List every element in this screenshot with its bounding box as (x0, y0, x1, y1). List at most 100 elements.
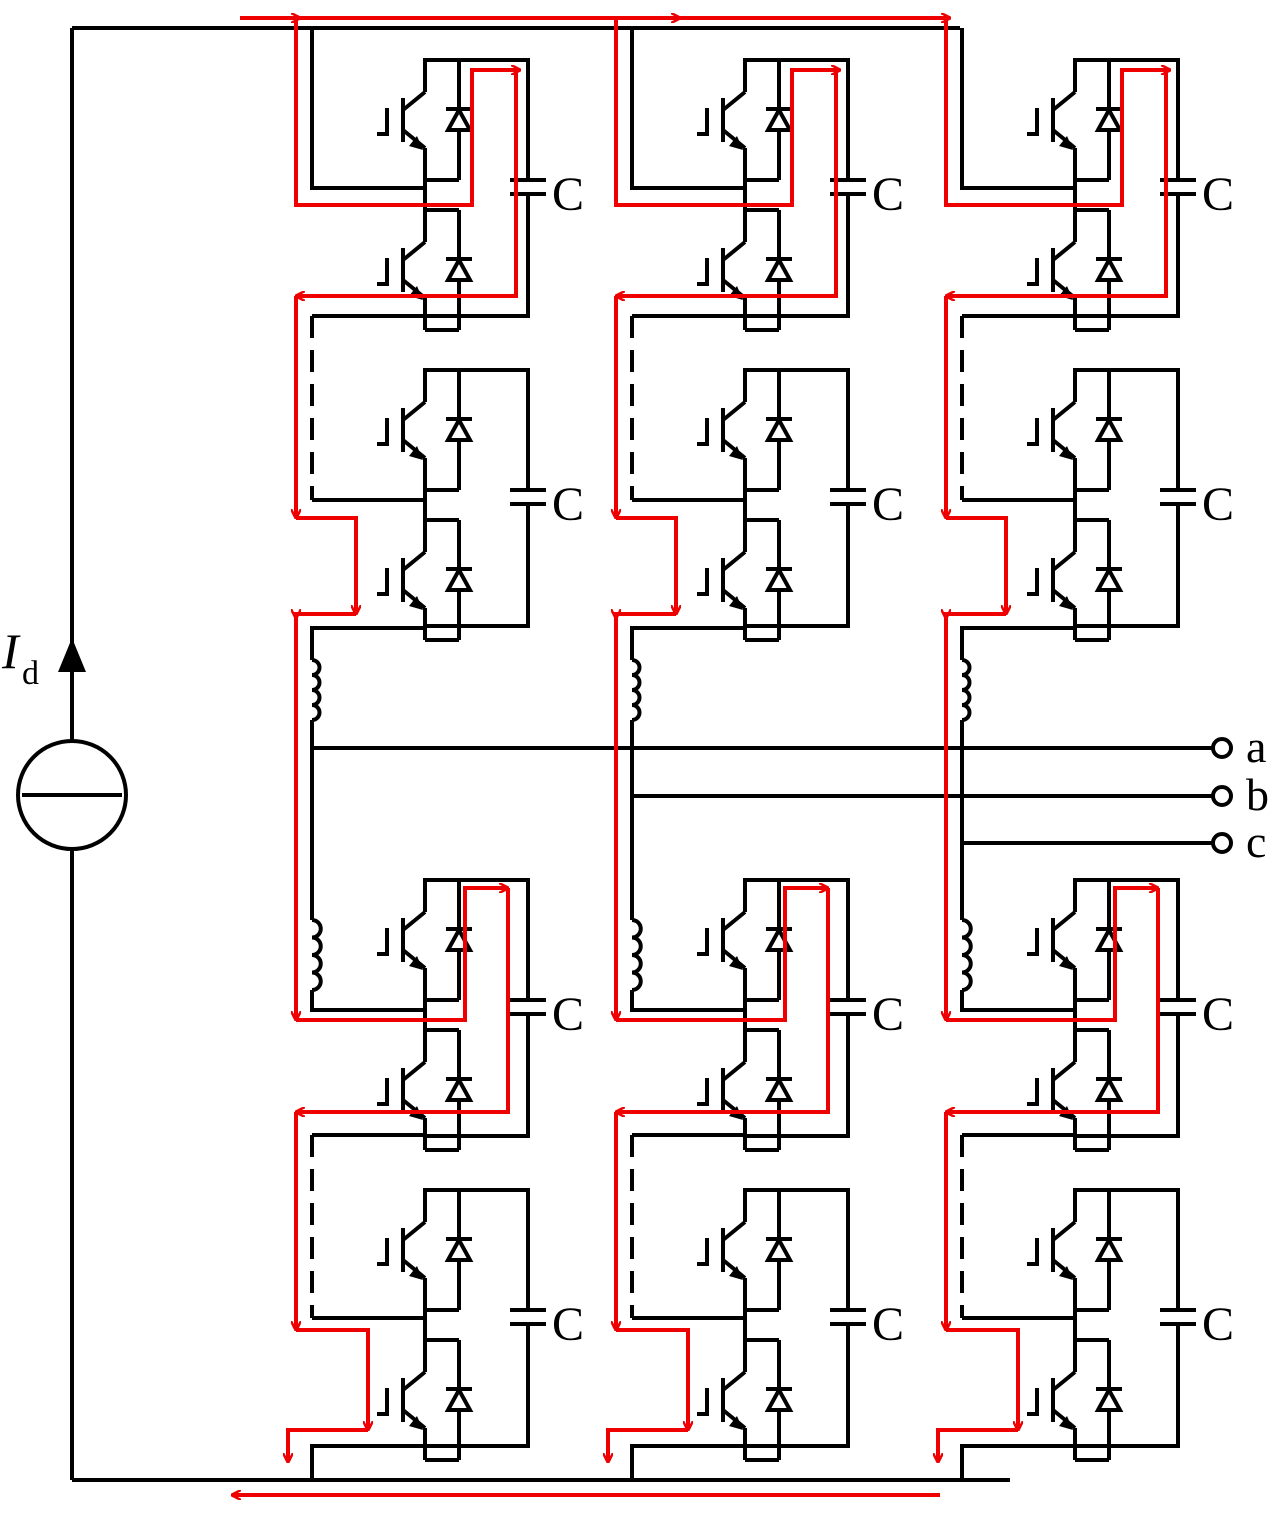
diode-icon (764, 1385, 794, 1412)
igbt-collector (721, 240, 747, 262)
igbt-emitter-arrow (409, 1416, 423, 1430)
igbt-collector (721, 1370, 747, 1392)
igbt-emitter (721, 1408, 747, 1430)
igbt-collector (401, 910, 427, 932)
submodule (697, 1188, 866, 1462)
sm-input-wire (310, 990, 425, 1012)
igbt-emitter-arrow (729, 596, 743, 610)
igbt-emitter (1051, 1408, 1077, 1430)
igbt-emitter (401, 1408, 427, 1430)
igbt-collector (401, 1060, 427, 1082)
capacitor-label: C (1202, 168, 1234, 221)
current-path-sm4 (296, 1328, 368, 1430)
cap-bottom-rail (1075, 504, 1180, 628)
current-direction-arrow-icon (58, 638, 86, 672)
diode-icon (764, 105, 794, 132)
inductor-coil (631, 918, 643, 992)
igbt-collector (401, 240, 427, 262)
lower-arm-inductor (961, 918, 973, 992)
diode-icon (1094, 565, 1124, 592)
diode-icon (444, 415, 474, 442)
upper-arm-inductor (631, 658, 642, 722)
submodule (697, 368, 866, 642)
igbt-emitter (721, 1098, 747, 1120)
inductor-coil (961, 918, 973, 992)
submodule (1027, 1188, 1196, 1462)
lower-arm-inductor (311, 918, 323, 992)
terminal-label: b (1246, 769, 1269, 820)
current-paths (232, 18, 1170, 1495)
igbt-emitter-arrow (409, 956, 423, 970)
igbt-gate (377, 928, 389, 956)
cap-bottom-rail (425, 504, 530, 628)
igbt-emitter (1051, 128, 1077, 150)
capacitor-label: C (872, 988, 904, 1041)
cap-bottom-rail (1075, 1014, 1180, 1138)
igbt-emitter (721, 438, 747, 460)
igbt-emitter-arrow (1059, 596, 1073, 610)
current-path-sm3-return (296, 888, 510, 1112)
cap-top-rail (1109, 1188, 1180, 1310)
igbt-gate (697, 1238, 709, 1266)
igbt-emitter (401, 1098, 427, 1120)
igbt-emitter-arrow (409, 596, 423, 610)
submodule (377, 368, 546, 642)
igbt-emitter-arrow (729, 136, 743, 150)
igbt-collector (1051, 1370, 1077, 1392)
igbt-collector (401, 1370, 427, 1392)
igbt-emitter (721, 128, 747, 150)
submodule (697, 878, 866, 1152)
igbt-collector (1051, 550, 1077, 572)
diode-icon (1094, 1075, 1124, 1102)
sm-input-wire (630, 28, 745, 190)
igbt-collector (401, 550, 427, 572)
inductor-coil (311, 658, 322, 722)
igbt-gate (1027, 1388, 1039, 1416)
igbt-emitter (401, 128, 427, 150)
capacitor-label: C (1202, 478, 1234, 531)
arm-output-wire (960, 1444, 1075, 1480)
igbt-collector (1051, 90, 1077, 112)
cap-top-rail (459, 58, 530, 180)
current-path-sm4-out (938, 1428, 1018, 1462)
cap-bottom-rail (1075, 194, 1180, 318)
diode-icon (1094, 1235, 1124, 1262)
current-path-sm1 (944, 18, 1170, 207)
igbt-collector (721, 550, 747, 572)
diode-icon (764, 565, 794, 592)
igbt-emitter-arrow (1059, 956, 1073, 970)
cap-bottom-rail (745, 194, 850, 318)
source-subscript: d (22, 655, 39, 692)
current-path-sm1-return (616, 70, 838, 296)
lower-arm-inductor (631, 918, 643, 992)
upper-arm-inductor (961, 658, 972, 722)
igbt-emitter (721, 588, 747, 610)
capacitor-label: C (1202, 988, 1234, 1041)
igbt-collector (1051, 1220, 1077, 1242)
terminal-node-icon (1211, 737, 1233, 759)
capacitor-label: C (552, 168, 584, 221)
current-path-sm2 (946, 516, 1006, 614)
current-path-sm4-out (288, 1428, 368, 1462)
current-path-sm2-out (616, 614, 676, 618)
igbt-gate (377, 108, 389, 136)
igbt-emitter-arrow (1059, 1416, 1073, 1430)
diode-icon (1094, 255, 1124, 282)
capacitor-label: C (552, 988, 584, 1041)
igbt-gate (1027, 418, 1039, 446)
igbt-emitter-arrow (729, 1266, 743, 1280)
arm-output-wire (960, 626, 1075, 660)
source-label: I (1, 623, 21, 679)
current-path-sm3 (946, 888, 1158, 1022)
arm-output-wire (310, 1444, 425, 1480)
submodules (377, 58, 1196, 1462)
igbt-emitter (721, 948, 747, 970)
igbt-gate (1027, 1078, 1039, 1106)
cap-bottom-rail (1075, 1324, 1180, 1448)
cap-top-rail (1109, 58, 1180, 180)
terminal-node-icon (1211, 832, 1233, 854)
current-path-sm3-return (946, 888, 1160, 1112)
diode-icon (444, 1235, 474, 1262)
